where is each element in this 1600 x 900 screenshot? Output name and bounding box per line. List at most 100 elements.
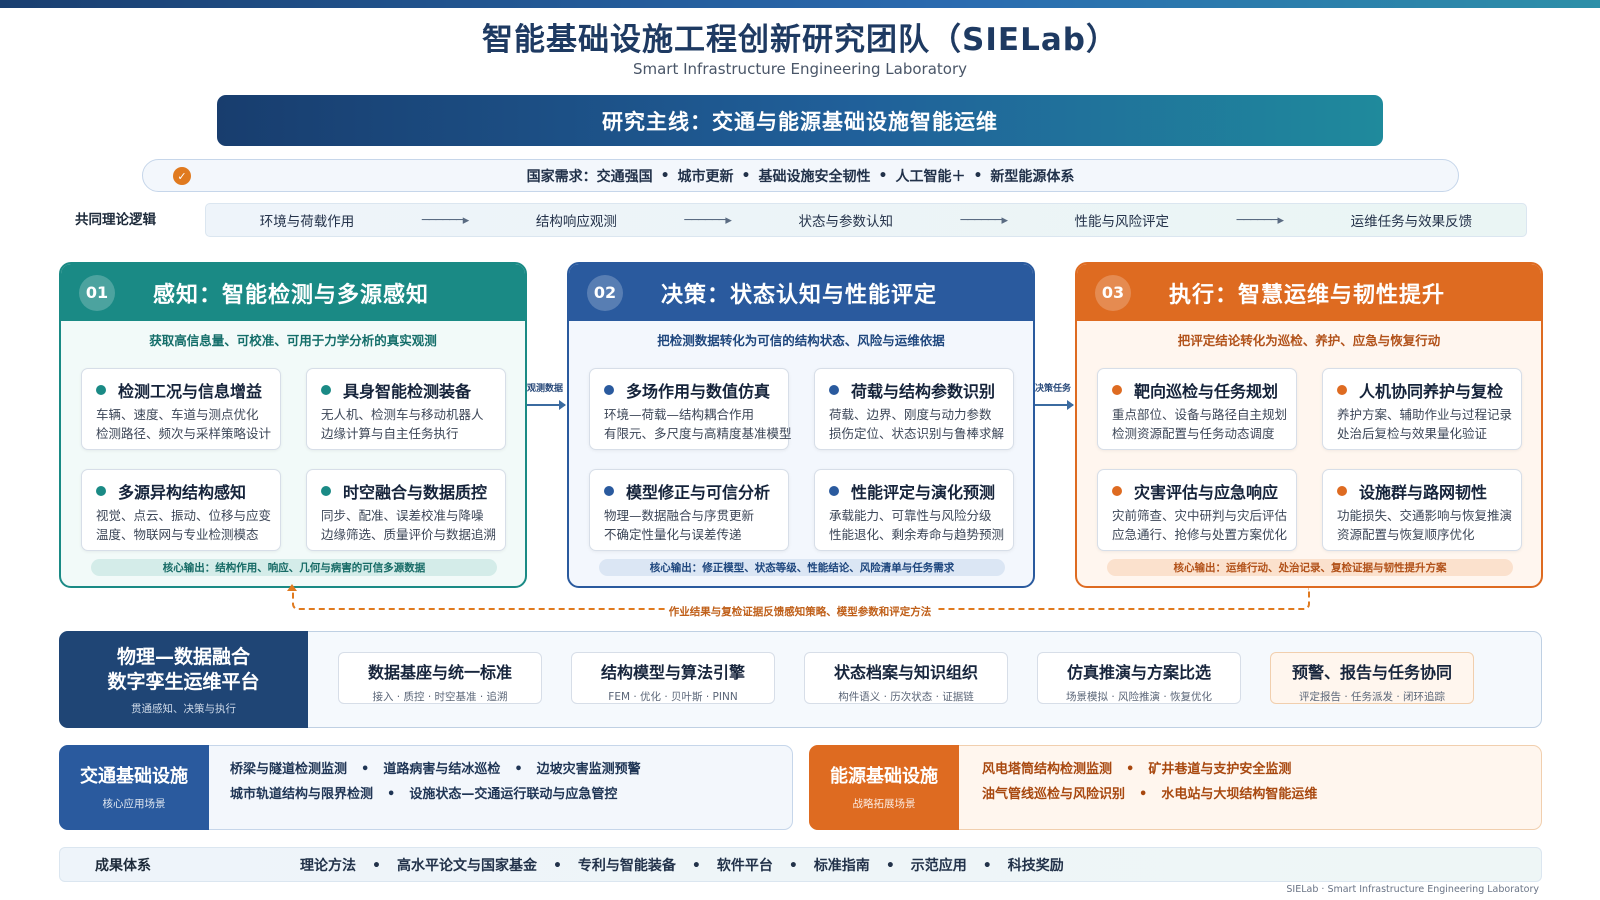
bullet-dot-icon [321,486,331,496]
feedback-text: 作业结果与复检证据反馈感知策略、模型参数和评定方法 [664,606,936,618]
panel-subtitle: 把评定结论转化为巡检、养护、应急与恢复行动 [1177,333,1441,348]
separator-dot: • [387,787,396,802]
arrow-right-icon: ──────▸ [1236,212,1284,228]
platform-module: 状态档案与知识组织 构件语义 · 历次状态 · 证据链 [804,652,1008,704]
panel-title: 决策：状态认知与性能评定 [661,282,938,308]
logic-step: 环境与荷载作用 [259,214,355,230]
capability-card: 时空融合与数据质控 同步、配准、误差校准与降噪 边缘筛选、质量评价与数据追溯 [306,469,506,551]
card-line: 重点部位、设备与路径自主规划 [1112,407,1288,422]
bullet-dot-icon [829,486,839,496]
card-line: 环境—荷载—结构耦合作用 [604,407,755,422]
scene-item: 城市轨道结构与限界检测 [230,787,374,802]
platform-module: 仿真推演与方案比选 场景模拟 · 风险推演 · 恢复优化 [1037,652,1241,704]
module-title: 结构模型与算法引擎 [600,663,745,682]
card-line: 检测路径、频次与采样策略设计 [96,426,272,441]
panel-header: 02 决策：状态认知与性能评定 [569,264,1033,321]
scene-item: 设施状态—交通运行联动与应急管控 [409,787,618,802]
logic-step: 性能与风险评定 [1074,214,1170,230]
scene-item: 边坡灾害监测预警 [536,762,641,777]
card-title: 人机协同养护与复检 [1359,382,1504,401]
need-item: 城市更新 [677,168,734,185]
scene-title: 交通基础设施 [80,766,188,787]
module-title: 仿真推演与方案比选 [1066,663,1211,682]
scene-item: 桥梁与隧道检测监测 [230,762,348,777]
separator-dot: • [1126,762,1135,777]
module-title: 数据基座与统一标准 [367,663,512,682]
panel-header: 03 执行：智慧运维与韧性提升 [1077,264,1541,321]
results-label: 成果体系 [95,858,151,874]
card-title: 具身智能检测装备 [343,382,472,401]
separator-dot: • [973,167,983,184]
separator-dot: • [1139,787,1148,802]
result-item: 高水平论文与国家基金 [396,858,537,874]
capability-card: 靶向巡检与任务规划 重点部位、设备与路径自主规划 检测资源配置与任务动态调度 [1097,368,1297,450]
card-line: 性能退化、剩余寿命与趋势预测 [829,527,1005,542]
scene-subtitle: 核心应用场景 [102,798,166,810]
card-line: 物理—数据融合与序贯更新 [604,508,755,523]
card-line: 养护方案、辅助作业与过程记录 [1337,407,1513,422]
platform-title-block: 物理—数据融合 数字孪生运维平台 贯通感知、决策与执行 [59,631,308,728]
panel-title: 感知：智能检测与多源感知 [153,282,430,308]
separator-dot: • [372,858,381,874]
results-items: 理论方法•高水平论文与国家基金•专利与智能装备•软件平台•标准指南•示范应用•科… [300,855,1064,875]
result-item: 科技奖励 [1007,858,1064,874]
scene-item: 水电站与大坝结构智能运维 [1161,787,1318,802]
needs-prefix: 国家需求： [526,168,597,185]
panel-number: 02 [587,274,623,311]
platform-title-line1: 物理—数据融合 [116,646,250,668]
card-line: 荷载、边界、刚度与动力参数 [829,407,992,422]
need-item: 交通强国 [596,168,653,185]
arrow-right-icon: ──────▸ [960,212,1008,228]
bullet-dot-icon [604,385,614,395]
card-title: 检测工况与信息增益 [118,382,263,401]
panel-header: 01 感知：智能检测与多源感知 [61,264,525,321]
card-line: 视觉、点云、振动、位移与应变 [96,508,272,523]
card-line: 应急通行、抢修与处置方案优化 [1112,527,1288,542]
card-line: 功能损失、交通影响与恢复推演 [1337,508,1513,523]
separator-dot: • [878,167,888,184]
module-subtitle: 评定报告 · 任务派发 · 闭环追踪 [1298,691,1446,703]
card-title: 模型修正与可信分析 [626,483,771,502]
separator-dot: • [982,858,992,874]
bullet-dot-icon [829,385,839,395]
capability-card: 检测工况与信息增益 车辆、速度、车道与测点优化 检测路径、频次与采样策略设计 [81,368,281,450]
card-line: 无人机、检测车与移动机器人 [321,407,484,422]
core-output-bar: 核心输出：结构作用、响应、几何与病害的可信多源数据 [91,559,497,576]
platform-subtitle: 贯通感知、决策与执行 [131,703,236,715]
panel-subtitle: 把检测数据转化为可信的结构状态、风险与运维依据 [657,333,945,348]
separator-dot: • [788,858,798,874]
arrow-right-icon [527,400,566,410]
core-output-bar: 核心输出：修正模型、状态等级、性能结论、风险清单与任务需求 [599,559,1005,576]
card-title: 荷载与结构参数识别 [851,382,996,401]
top-accent-bar [0,0,1600,8]
arrow-up-icon [287,584,297,591]
page-title: 智能基础设施工程创新研究团队（SIELab） [482,22,1118,58]
card-line: 资源配置与恢复顺序优化 [1337,527,1475,542]
separator-dot: • [660,167,670,184]
scene-item: 矿井巷道与支护安全监测 [1148,762,1292,777]
logic-label: 共同理论逻辑 [75,212,156,228]
card-line: 有限元、多尺度与高精度基准模型 [604,426,792,441]
panel-number: 01 [79,274,115,311]
scene-subtitle: 战略拓展场景 [852,798,916,810]
bullet-dot-icon [96,486,106,496]
capability-card: 具身智能检测装备 无人机、检测车与移动机器人 边缘计算与自主任务执行 [306,368,506,450]
card-line: 不确定性量化与误差传递 [604,527,742,542]
flow-label-observation: 观测数据 [527,384,564,394]
capability-card: 灾害评估与应急响应 灾前筛查、灾中研判与灾后评估 应急通行、抢修与处置方案优化 [1097,469,1297,551]
logic-step: 状态与参数认知 [798,214,893,230]
arrow-right-icon: ──────▸ [421,212,469,228]
card-line: 承载能力、可靠性与风险分级 [829,508,992,523]
module-title: 状态档案与知识组织 [833,663,978,682]
result-item: 软件平台 [716,858,773,874]
energy-scene-items: 风电塔筒结构检测监测•矿井巷道与支护安全监测 油气管线巡检与风险识别•水电站与大… [982,757,1317,807]
bullet-dot-icon [96,385,106,395]
panel-execution: 03 执行：智慧运维与韧性提升 把评定结论转化为巡检、养护、应急与恢复行动 靶向… [1075,262,1543,588]
bullet-dot-icon [1112,385,1122,395]
capability-card: 设施群与路网韧性 功能损失、交通影响与恢复推演 资源配置与恢复顺序优化 [1322,469,1522,551]
separator-dot: • [741,167,751,184]
module-subtitle: 构件语义 · 历次状态 · 证据链 [838,691,974,703]
footer-credit: SIELab · Smart Infrastructure Engineerin… [1286,884,1539,895]
separator-dot: • [691,858,701,874]
capability-card: 性能评定与演化预测 承载能力、可靠性与风险分级 性能退化、剩余寿命与趋势预测 [814,469,1014,551]
